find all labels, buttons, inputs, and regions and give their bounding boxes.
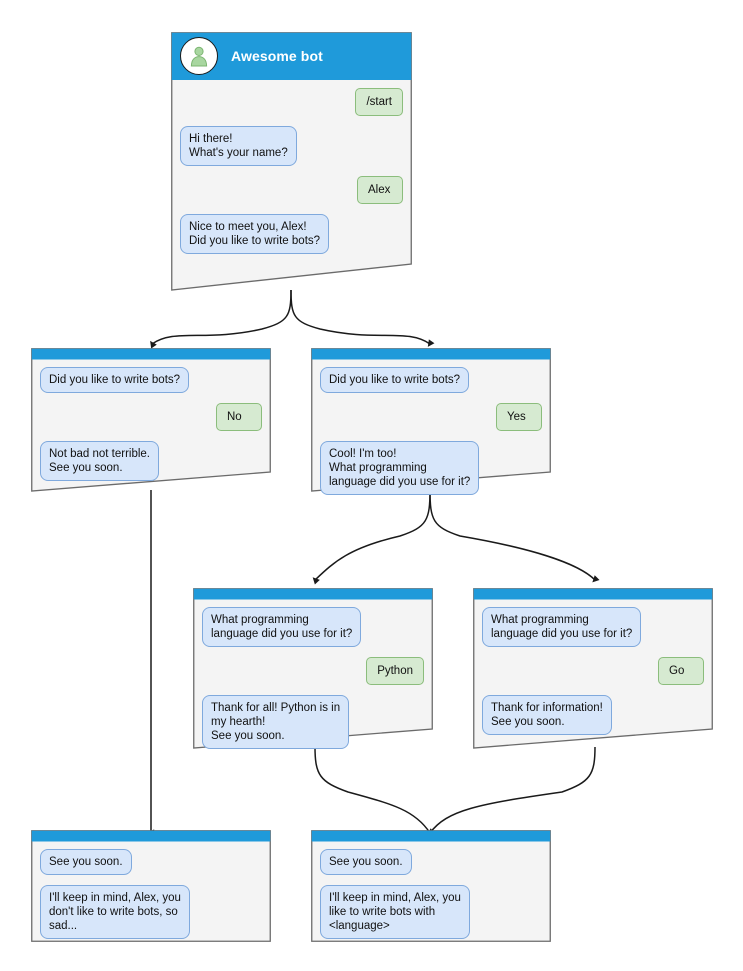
message-list-lang-python: What programming language did you use fo…	[193, 599, 433, 755]
user-message-bubble[interactable]: Python	[366, 657, 424, 685]
message-row: I'll keep in mind, Alex, you don't like …	[40, 885, 262, 939]
bot-message-bubble: Cool! I'm too! What programming language…	[320, 441, 480, 495]
user-message-bubble[interactable]: Alex	[357, 176, 403, 204]
message-list-end-sad: See you soon. I'll keep in mind, Alex, y…	[31, 841, 271, 945]
message-row: Thank for information! See you soon.	[482, 695, 704, 735]
message-row: Did you like to write bots?	[40, 367, 262, 393]
card-content: What programming language did you use fo…	[473, 588, 713, 741]
card-header-start: Awesome bot	[171, 32, 412, 80]
bot-message-bubble: Thank for information! See you soon.	[482, 695, 612, 735]
message-row: Python	[202, 657, 424, 685]
connector-start-to-yes	[290, 289, 435, 347]
chat-card-answer-no[interactable]: Did you like to write bots? No Not bad n…	[31, 348, 271, 493]
message-row: Not bad not terrible. See you soon.	[40, 441, 262, 481]
chat-card-start[interactable]: Awesome bot /start Hi there! What's your…	[171, 32, 412, 292]
message-row: Nice to meet you, Alex! Did you like to …	[180, 214, 403, 254]
card-header-bar	[31, 348, 271, 359]
bot-message-bubble: Not bad not terrible. See you soon.	[40, 441, 160, 481]
message-list-end-happy: See you soon. I'll keep in mind, Alex, y…	[311, 841, 551, 945]
card-header-bar	[311, 830, 551, 841]
bot-message-bubble: Did you like to write bots?	[320, 367, 470, 393]
message-list-answer-yes: Did you like to write bots? Yes Cool! I'…	[311, 359, 551, 501]
message-list-start: /start Hi there! What's your name? Alex …	[171, 80, 412, 260]
message-row: See you soon.	[40, 849, 262, 875]
message-row: No	[40, 403, 262, 431]
message-row: Did you like to write bots?	[320, 367, 542, 393]
user-message-bubble[interactable]: Yes	[496, 403, 542, 431]
bot-message-bubble: See you soon.	[320, 849, 412, 875]
bot-message-bubble: See you soon.	[40, 849, 132, 875]
card-content: Did you like to write bots? No Not bad n…	[31, 348, 271, 487]
bot-message-bubble: Hi there! What's your name?	[180, 126, 297, 166]
card-content: See you soon. I'll keep in mind, Alex, y…	[31, 830, 271, 945]
message-row: What programming language did you use fo…	[202, 607, 424, 647]
message-row: I'll keep in mind, Alex, you like to wri…	[320, 885, 542, 939]
chat-card-lang-python[interactable]: What programming language did you use fo…	[193, 588, 433, 750]
card-content: Did you like to write bots? Yes Cool! I'…	[311, 348, 551, 501]
chat-card-end-sad[interactable]: See you soon. I'll keep in mind, Alex, y…	[31, 830, 271, 942]
bot-message-bubble: Thank for all! Python is in my hearth! S…	[202, 695, 350, 749]
connector-python-to-end-happy	[314, 746, 435, 835]
user-message-bubble[interactable]: No	[216, 403, 262, 431]
connector-start-to-no	[150, 289, 292, 349]
bot-message-bubble: What programming language did you use fo…	[202, 607, 362, 647]
card-header-bar	[311, 348, 551, 359]
user-message-bubble[interactable]: /start	[355, 88, 403, 116]
user-message-bubble[interactable]: Go	[658, 657, 704, 685]
message-row: Alex	[180, 176, 403, 204]
card-content: Awesome bot /start Hi there! What's your…	[171, 32, 412, 260]
card-title-start: Awesome bot	[231, 48, 323, 64]
message-row: Yes	[320, 403, 542, 431]
bot-message-bubble: I'll keep in mind, Alex, you like to wri…	[320, 885, 470, 939]
card-content: What programming language did you use fo…	[193, 588, 433, 755]
message-list-answer-no: Did you like to write bots? No Not bad n…	[31, 359, 271, 487]
connector-go-to-end-happy	[427, 746, 596, 838]
message-row: See you soon.	[320, 849, 542, 875]
connector-yes-to-python	[312, 489, 431, 585]
message-row: Hi there! What's your name?	[180, 126, 403, 166]
message-row: Cool! I'm too! What programming language…	[320, 441, 542, 495]
card-content: See you soon. I'll keep in mind, Alex, y…	[311, 830, 551, 945]
chat-card-answer-yes[interactable]: Did you like to write bots? Yes Cool! I'…	[311, 348, 551, 495]
chat-card-lang-go[interactable]: What programming language did you use fo…	[473, 588, 713, 750]
message-row: What programming language did you use fo…	[482, 607, 704, 647]
bot-message-bubble: Nice to meet you, Alex! Did you like to …	[180, 214, 330, 254]
person-avatar-icon	[180, 37, 218, 75]
card-header-bar	[193, 588, 433, 599]
chat-card-end-happy[interactable]: See you soon. I'll keep in mind, Alex, y…	[311, 830, 551, 942]
message-list-lang-go: What programming language did you use fo…	[473, 599, 713, 741]
card-header-bar	[31, 830, 271, 841]
bot-message-bubble: Did you like to write bots?	[40, 367, 190, 393]
connector-yes-to-go	[429, 489, 600, 583]
bot-message-bubble: I'll keep in mind, Alex, you don't like …	[40, 885, 190, 939]
message-row: /start	[180, 88, 403, 116]
card-header-bar	[473, 588, 713, 599]
bot-message-bubble: What programming language did you use fo…	[482, 607, 642, 647]
message-row: Thank for all! Python is in my hearth! S…	[202, 695, 424, 749]
message-row: Go	[482, 657, 704, 685]
